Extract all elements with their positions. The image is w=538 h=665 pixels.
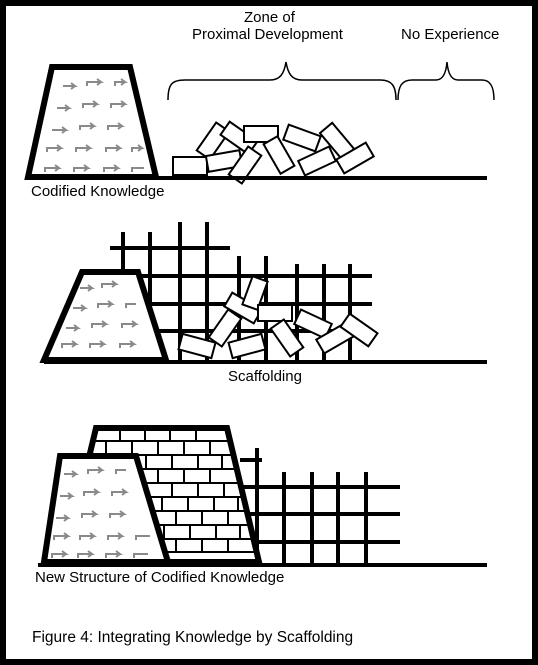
scaffolding-grid-3	[240, 448, 400, 565]
codified-knowledge-block	[28, 67, 156, 177]
scattered-bricks	[173, 122, 374, 184]
new-structure-label: New Structure of Codified Knowledge	[35, 569, 284, 587]
zone-label-line2: Proximal Development	[192, 26, 343, 44]
figure-caption: Figure 4: Integrating Knowledge by Scaff…	[32, 629, 353, 647]
no-experience-brace	[398, 62, 494, 100]
zone-label-line1: Zone of	[244, 9, 295, 27]
codified-knowledge-label: Codified Knowledge	[31, 183, 164, 201]
zone-brace	[168, 62, 396, 100]
no-experience-label: No Experience	[401, 26, 499, 44]
scaffolding-label: Scaffolding	[228, 368, 302, 386]
codified-knowledge-block-2	[44, 272, 166, 360]
